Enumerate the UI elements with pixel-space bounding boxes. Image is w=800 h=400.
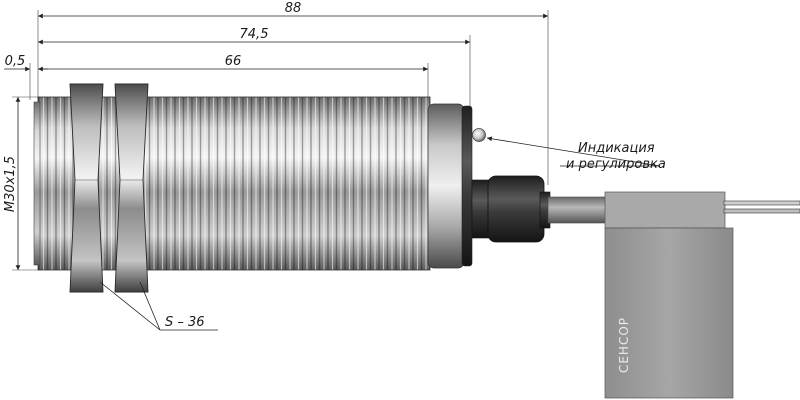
nut-front — [69, 83, 104, 293]
threaded-body — [33, 96, 431, 271]
led-indicator-icon — [472, 128, 486, 142]
nut-label-leader — [99, 281, 218, 331]
dim-front-offset: 0,5 — [5, 54, 26, 69]
nut-size-label: S – 36 — [165, 315, 205, 330]
rear-cap — [427, 103, 473, 269]
cable-gland — [471, 175, 551, 243]
wires — [723, 200, 800, 214]
dim-length-to-led: 74,5 — [240, 27, 269, 42]
callout-line-1: Индикация — [578, 141, 655, 156]
tag-brand-label: СЕНСОР — [617, 317, 631, 373]
dimension-lines — [4, 10, 549, 271]
label-tag — [604, 191, 734, 399]
cable — [547, 196, 611, 224]
callout-line-2: и регулировка — [566, 157, 666, 172]
nut-rear — [114, 83, 149, 293]
dim-overall-length: 88 — [285, 1, 302, 16]
callout-leader — [486, 136, 661, 167]
dim-thread-spec: M30x1,5 — [3, 156, 18, 212]
dim-thread-length: 66 — [225, 54, 242, 69]
